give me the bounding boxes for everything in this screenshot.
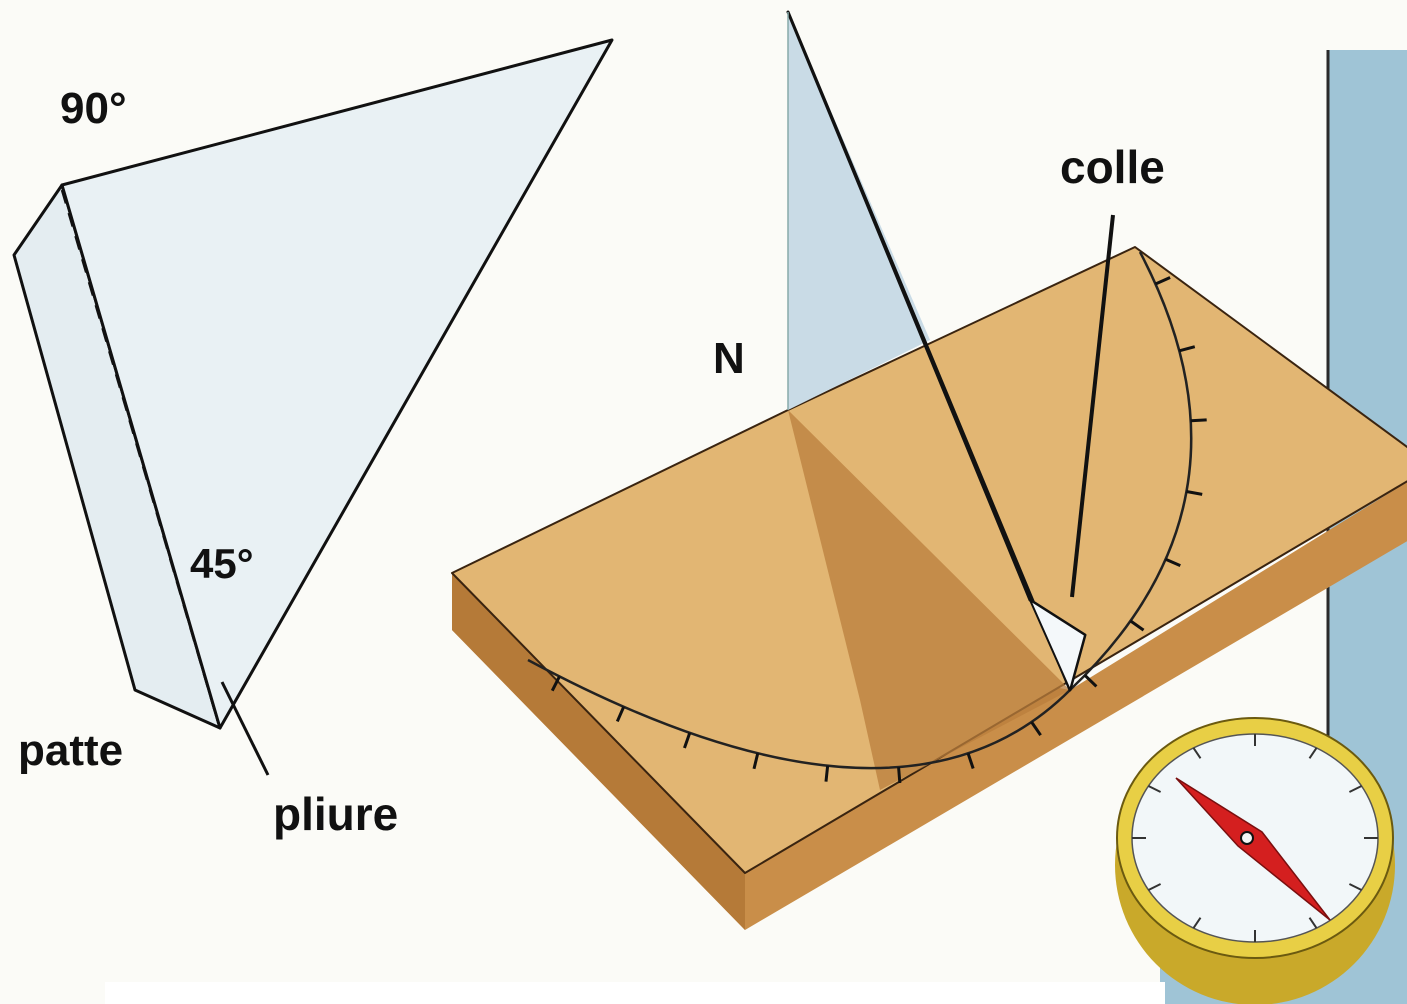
standing-gnomon-left-face	[788, 12, 930, 410]
compass-needle	[1175, 777, 1331, 921]
north-label: N	[713, 334, 745, 383]
hour-tick	[1154, 276, 1171, 286]
sundial-base	[451, 246, 1407, 930]
compass	[1115, 717, 1395, 1004]
compass-tick	[1348, 883, 1362, 891]
fold-label: pliure	[273, 788, 398, 840]
base-front-left-face	[452, 573, 745, 930]
hour-tick	[683, 732, 692, 749]
hour-tick	[966, 752, 975, 769]
compass-tick	[1192, 917, 1202, 929]
compass-tick	[1308, 917, 1318, 929]
compass-tick	[1348, 785, 1362, 793]
gnomon-shadow	[788, 410, 1070, 790]
angle-45-label: 45°	[190, 540, 254, 587]
hour-tick	[1083, 674, 1098, 688]
hour-tick	[615, 706, 626, 723]
compass-pivot	[1240, 831, 1254, 845]
compass-tick	[1308, 747, 1318, 759]
hour-tick	[1178, 345, 1196, 353]
hour-tick	[1030, 721, 1042, 737]
hour-ticks	[550, 276, 1207, 784]
hour-tick	[1186, 490, 1203, 496]
hour-tick	[1129, 619, 1145, 632]
fold-pointer-line	[220, 681, 270, 776]
compass-tick	[1148, 785, 1162, 793]
standing-gnomon-flap	[1029, 599, 1086, 691]
fold-dashed-line	[60, 189, 220, 723]
hour-tick	[897, 766, 902, 784]
flap-label: patte	[18, 726, 123, 775]
angle-90-label: 90°	[60, 84, 127, 133]
hour-tick	[1190, 418, 1207, 423]
compass-tick	[1192, 747, 1202, 759]
compass-ticks	[1132, 734, 1378, 942]
standing-gnomon	[786, 10, 1115, 692]
gnomon-template	[12, 38, 614, 776]
glue-label: colle	[1060, 141, 1165, 193]
hour-tick	[752, 752, 760, 770]
bottom-card	[105, 982, 1165, 1004]
hour-tick	[1165, 557, 1181, 568]
compass-tick	[1148, 883, 1162, 891]
glue-pointer-line	[1070, 214, 1115, 598]
hour-tick	[824, 765, 830, 782]
hour-tick	[550, 675, 561, 692]
